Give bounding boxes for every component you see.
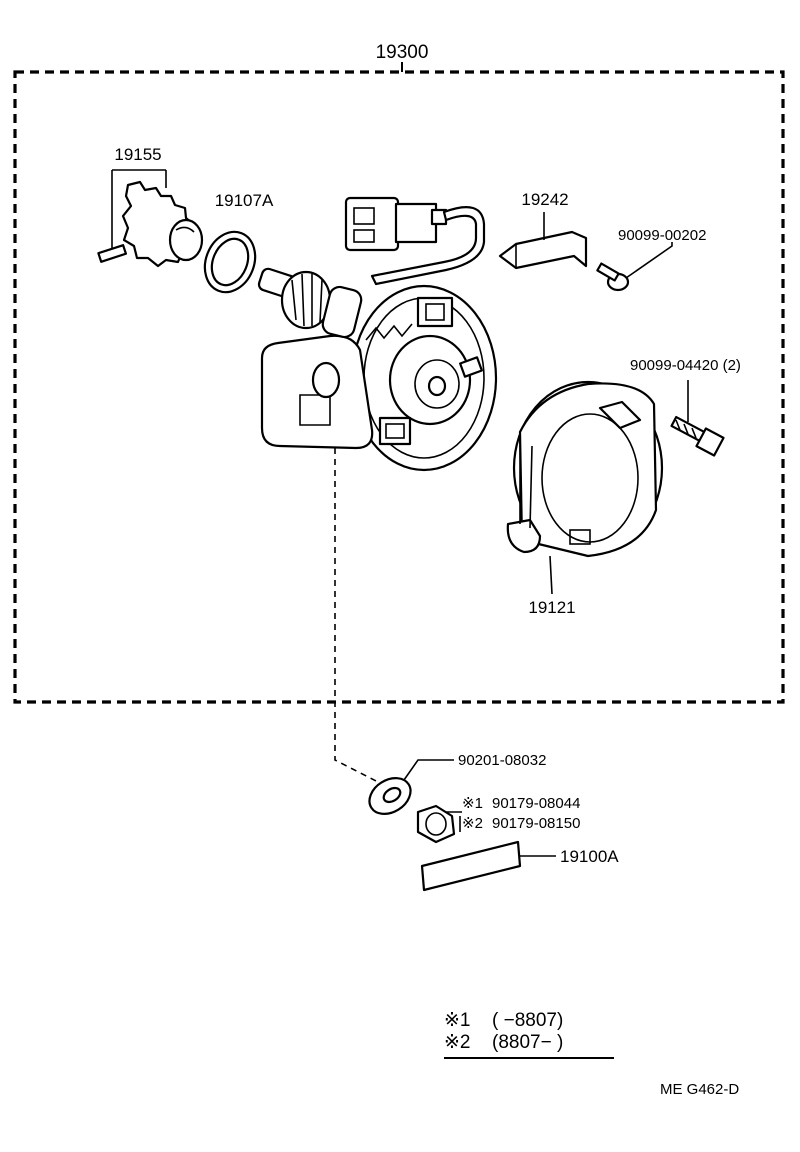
alignment-line (334, 448, 379, 783)
drive-gear-part (97, 169, 204, 268)
label-plate: 19100A (560, 847, 619, 866)
label-gear-pin: 19155 (114, 145, 161, 164)
label-bolt: 90099-04420 (2) (630, 357, 741, 374)
label-nut-2: 90179-08150 (492, 815, 580, 832)
legend-row2-range: (8807− ) (492, 1032, 563, 1053)
label-washer: 90201-08032 (458, 752, 546, 769)
diagram-code: ME G462-D (660, 1081, 739, 1098)
distributor-cap-part (506, 380, 664, 595)
label-o-ring: 19107A (215, 191, 274, 210)
label-bracket: 19242 (521, 190, 568, 209)
assembly-boundary (13, 62, 785, 704)
label-nut-mark-2: ※2 (462, 815, 483, 832)
nut-part (416, 804, 462, 844)
label-nut-1: 90179-08044 (492, 795, 580, 812)
label-nut-mark-1: ※1 (462, 795, 483, 812)
bracket-part (498, 212, 588, 270)
legend: ※1 ( −8807) ※2 (8807− ) (444, 1010, 614, 1059)
o-ring-part (203, 230, 257, 294)
label-screw: 90099-00202 (618, 227, 706, 244)
label-plate-part (420, 840, 556, 892)
distributor-housing-part (257, 196, 498, 472)
label-assembly: 19300 (376, 42, 429, 63)
legend-row1-range: ( −8807) (492, 1010, 563, 1031)
label-cap: 19121 (528, 598, 575, 617)
bolt-part (670, 380, 725, 457)
legend-row2-mark: ※2 (444, 1032, 471, 1053)
screw-part (596, 242, 673, 292)
legend-row1-mark: ※1 (444, 1010, 471, 1031)
washer-part (368, 759, 454, 815)
